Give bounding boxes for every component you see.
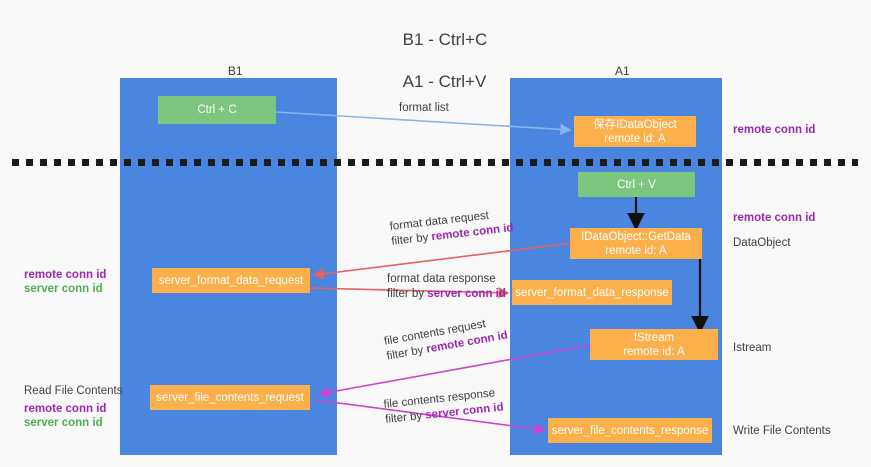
node-server-format-data-request[interactable]: server_format_data_request — [152, 268, 310, 293]
node-server-format-data-response[interactable]: server_format_data_response — [512, 280, 672, 305]
node-server-file-contents-response[interactable]: server_file_contents_response — [548, 418, 712, 443]
node-ctrl-c[interactable]: Ctrl + C — [158, 96, 276, 124]
annotation-remote-conn-id-left-2: remote conn id — [24, 403, 107, 415]
edge-label-format-data-response-text: format data response — [387, 273, 496, 285]
node-idataobject-getdata[interactable]: IDataObject::GetData remote id: A — [570, 228, 702, 259]
node-istream[interactable]: IStream remote id: A — [590, 329, 718, 360]
node-ctrl-v[interactable]: Ctrl + V — [578, 172, 695, 197]
edge-label-format-list: format list — [399, 101, 449, 116]
phase-divider — [12, 159, 858, 166]
node-save-idataobject[interactable]: 保存IDataObject remote id: A — [574, 116, 696, 147]
edge-format-list — [275, 111, 572, 136]
filter-prefix: filter by — [390, 231, 433, 248]
edge-file-contents-request — [318, 344, 591, 398]
annotation-write-file-contents: Write File Contents — [733, 425, 831, 437]
edge-label-format-list-text: format list — [399, 102, 449, 114]
annotation-remote-conn-id-left-1: remote conn id — [24, 269, 107, 281]
annotation-server-conn-id-left-1: server conn id — [24, 283, 103, 295]
edge-file-contents-response — [315, 399, 546, 435]
annotation-server-conn-id-left-2: server conn id — [24, 417, 103, 429]
column-heading-b1-name: B1 — [227, 64, 243, 78]
annotation-remote-conn-id-top: remote conn id — [733, 124, 816, 136]
annotation-remote-conn-id-dataobject: remote conn id — [733, 212, 816, 224]
filter-prefix: filter by — [387, 288, 428, 300]
page-title-line2: A1 - Ctrl+V — [402, 72, 487, 91]
annotation-read-file-contents: Read File Contents — [24, 385, 123, 397]
annotation-istream: Istream — [733, 342, 772, 354]
edge-format-data-response — [309, 287, 510, 299]
edge-label-format-data-response-filter: filter by server conn id — [387, 287, 506, 302]
annotation-dataobject: DataObject — [733, 237, 791, 249]
filter-prefix: filter by — [384, 409, 426, 426]
filter-key-server-conn-id: server conn id — [427, 288, 506, 300]
column-heading-a1-name: A1 — [615, 64, 630, 78]
node-server-file-contents-request[interactable]: server_file_contents_request — [150, 385, 310, 410]
page-title: B1 - Ctrl+C A1 - Ctrl+V — [0, 8, 871, 113]
edge-format-data-request — [312, 242, 573, 280]
page-title-line1: B1 - Ctrl+C — [402, 30, 488, 49]
edge-label-format-data-response: format data response filter by server co… — [387, 272, 506, 302]
